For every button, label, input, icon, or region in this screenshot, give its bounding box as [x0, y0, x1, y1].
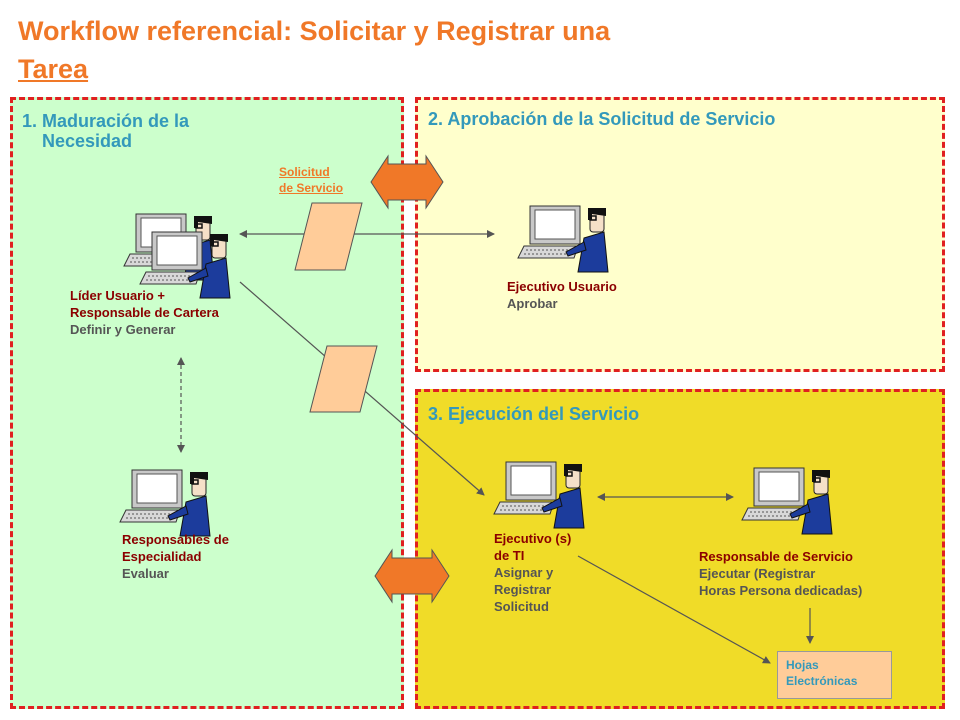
role-ejecutivo-ti-name2: de TI — [494, 548, 525, 563]
role-especialidad-action: Evaluar — [122, 566, 169, 581]
ejecutivo-ti-workstation — [493, 461, 585, 529]
role-responsable-servicio: Responsable de Servicio Ejecutar (Regist… — [699, 548, 862, 599]
role-ejecutivo-usuario-name: Ejecutivo Usuario — [507, 279, 617, 294]
role-ejecutivo-ti: Ejecutivo (s) de TI Asignar y Registrar … — [494, 530, 571, 615]
role-ejecutivo-ti-name1: Ejecutivo (s) — [494, 531, 572, 546]
zone1-title-line2: Necesidad — [42, 131, 133, 151]
double-arrow-bottom — [374, 548, 450, 604]
request-document-2 — [309, 345, 378, 413]
especialidad-workstation — [119, 469, 211, 537]
role-responsable-servicio-action2: Horas Persona dedicadas) — [699, 583, 863, 598]
hojas-line1: Hojas — [786, 658, 819, 672]
title-line2: Tarea — [18, 54, 89, 84]
title-line1: Workflow referencial: Solicitar y Regist… — [18, 16, 611, 46]
request-label: Solicitud de Servicio — [279, 164, 343, 196]
request-label-line1: Solicitud — [279, 165, 330, 179]
request-document-1 — [294, 202, 363, 271]
zone3-title: 3. Ejecución del Servicio — [428, 404, 640, 424]
responsable-servicio-workstation — [741, 467, 833, 535]
page-title: Workflow referencial: Solicitar y Regist… — [18, 12, 918, 88]
role-ejecutivo-ti-action1: Asignar y — [494, 565, 554, 580]
zone2-title: 2. Aprobación de la Solicitud de Servici… — [428, 109, 776, 129]
role-lider-action: Definir y Generar — [70, 322, 176, 337]
hojas-line2: Electrónicas — [786, 674, 858, 688]
role-especialidad: Responsables de Especialidad Evaluar — [122, 531, 229, 582]
role-ejecutivo-usuario-action: Aprobar — [507, 296, 558, 311]
role-lider-name2: Responsable de Cartera — [70, 305, 219, 320]
role-ejecutivo-ti-action2: Registrar — [494, 582, 552, 597]
double-arrow-top — [370, 154, 444, 210]
zone1-title: 1. Maduración de la Necesidad — [22, 111, 189, 151]
role-especialidad-name2: Especialidad — [122, 549, 202, 564]
role-lider: Líder Usuario + Responsable de Cartera D… — [70, 287, 219, 338]
role-responsable-servicio-name: Responsable de Servicio — [699, 549, 853, 564]
ejecutivo-usuario-workstation — [517, 205, 609, 273]
role-ejecutivo-ti-action3: Solicitud — [494, 599, 549, 614]
zone-aprobacion — [415, 97, 945, 372]
role-lider-name1: Líder Usuario + — [70, 288, 165, 303]
role-especialidad-name1: Responsables de — [122, 532, 229, 547]
role-ejecutivo-usuario: Ejecutivo Usuario Aprobar — [507, 278, 617, 312]
hojas-electronicas-box: Hojas Electrónicas — [777, 651, 892, 699]
request-label-line2: de Servicio — [279, 181, 344, 195]
zone1-title-line1: 1. Maduración de la — [22, 111, 190, 131]
connector-ti-hojas — [577, 555, 771, 664]
role-responsable-servicio-action1: Ejecutar (Registrar — [699, 566, 816, 581]
